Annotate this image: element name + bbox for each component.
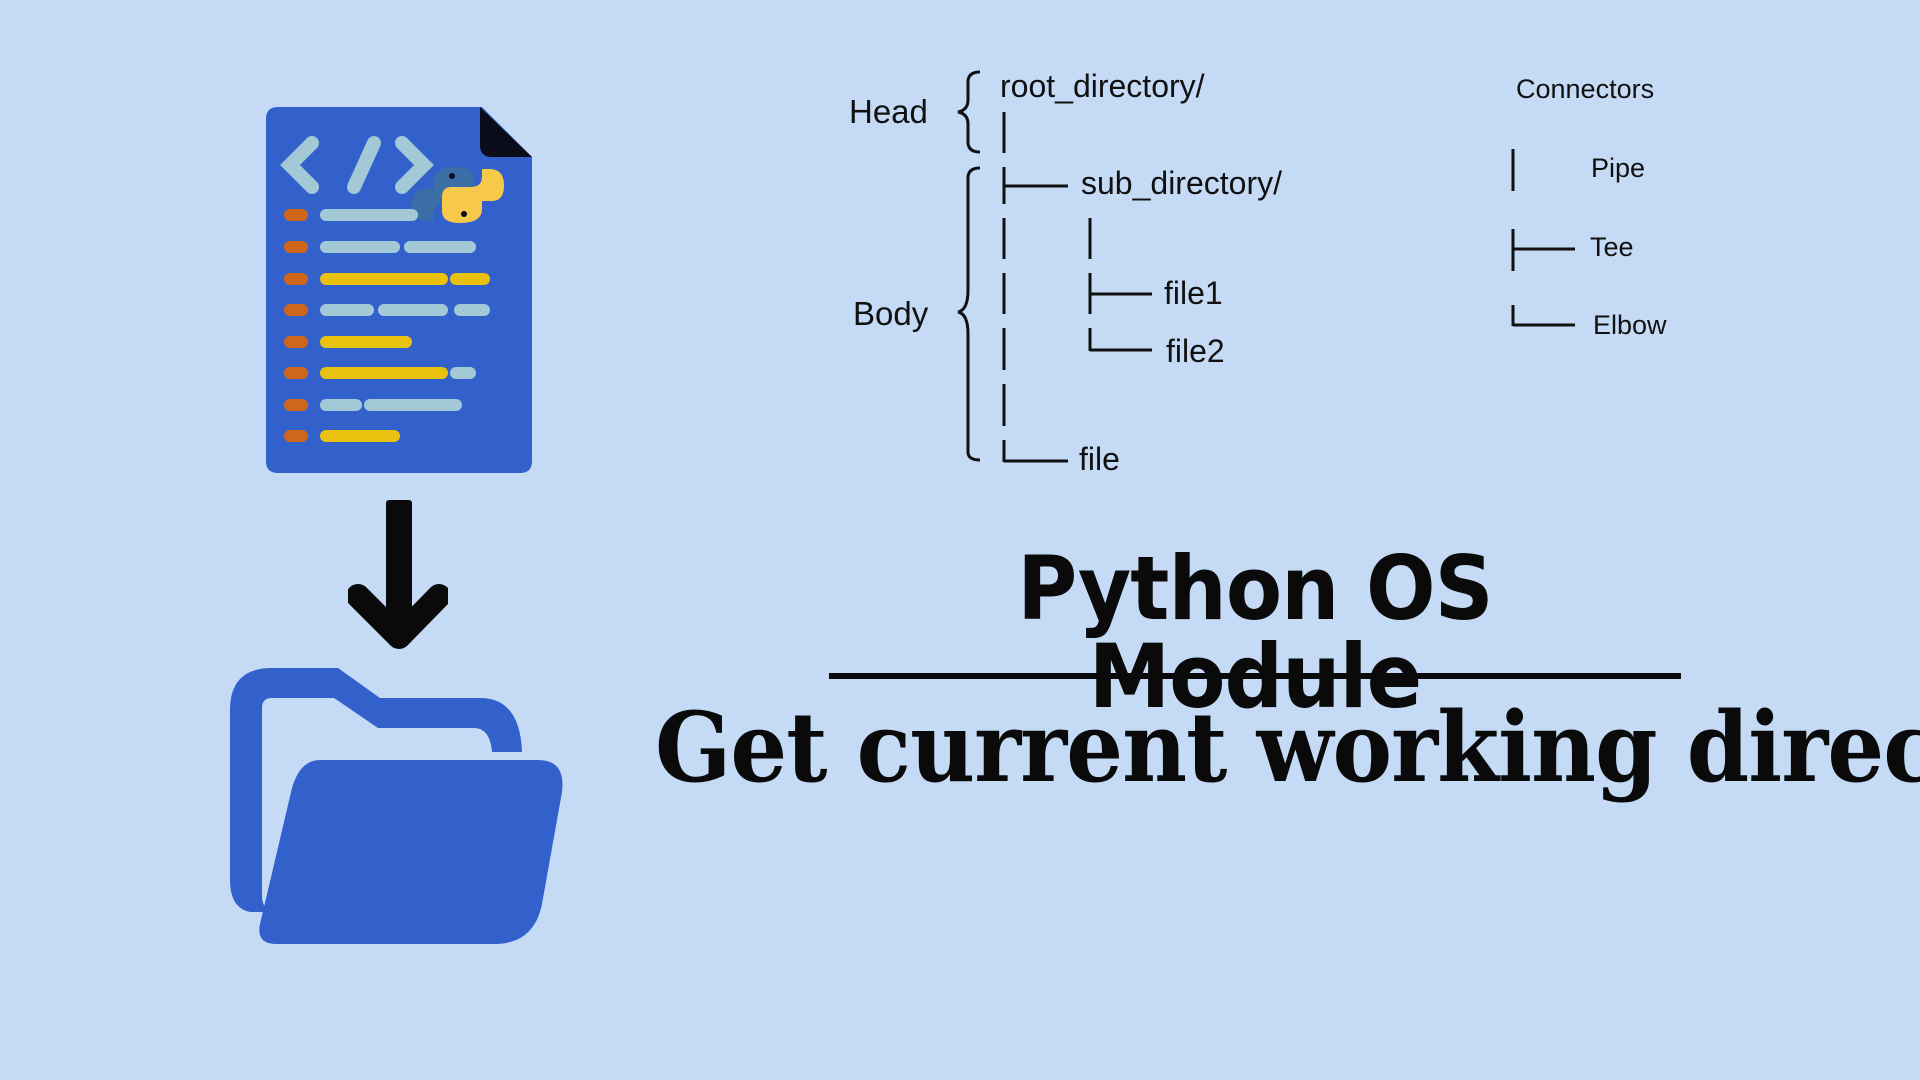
tree-file2: file2 <box>1166 333 1225 369</box>
tree-file: file <box>1079 441 1120 477</box>
tree-lines <box>957 70 1152 463</box>
page-title: Python OS Module <box>1017 537 1493 728</box>
body-label: Body <box>853 295 929 332</box>
title-divider <box>829 673 1681 679</box>
connector-label-tee: Tee <box>1590 232 1634 262</box>
tree-root-directory: root_directory/ <box>1000 68 1205 104</box>
python-code-file-icon <box>266 107 532 473</box>
connector-symbols <box>1511 149 1575 327</box>
open-folder-icon <box>230 668 564 944</box>
page-subtitle: Get current working direc <box>655 691 1920 804</box>
arrow-down-icon <box>348 498 448 652</box>
tee-symbol-icon <box>1511 229 1575 271</box>
elbow-symbol-icon <box>1511 305 1575 327</box>
connector-label-elbow: Elbow <box>1593 310 1667 340</box>
python-logo-icon <box>412 167 504 223</box>
head-label: Head <box>849 93 928 130</box>
connectors-title: Connectors <box>1516 74 1655 104</box>
tree-sub-directory: sub_directory/ <box>1081 165 1282 201</box>
tree-file1: file1 <box>1164 275 1223 311</box>
connector-label-pipe: Pipe <box>1591 153 1646 183</box>
